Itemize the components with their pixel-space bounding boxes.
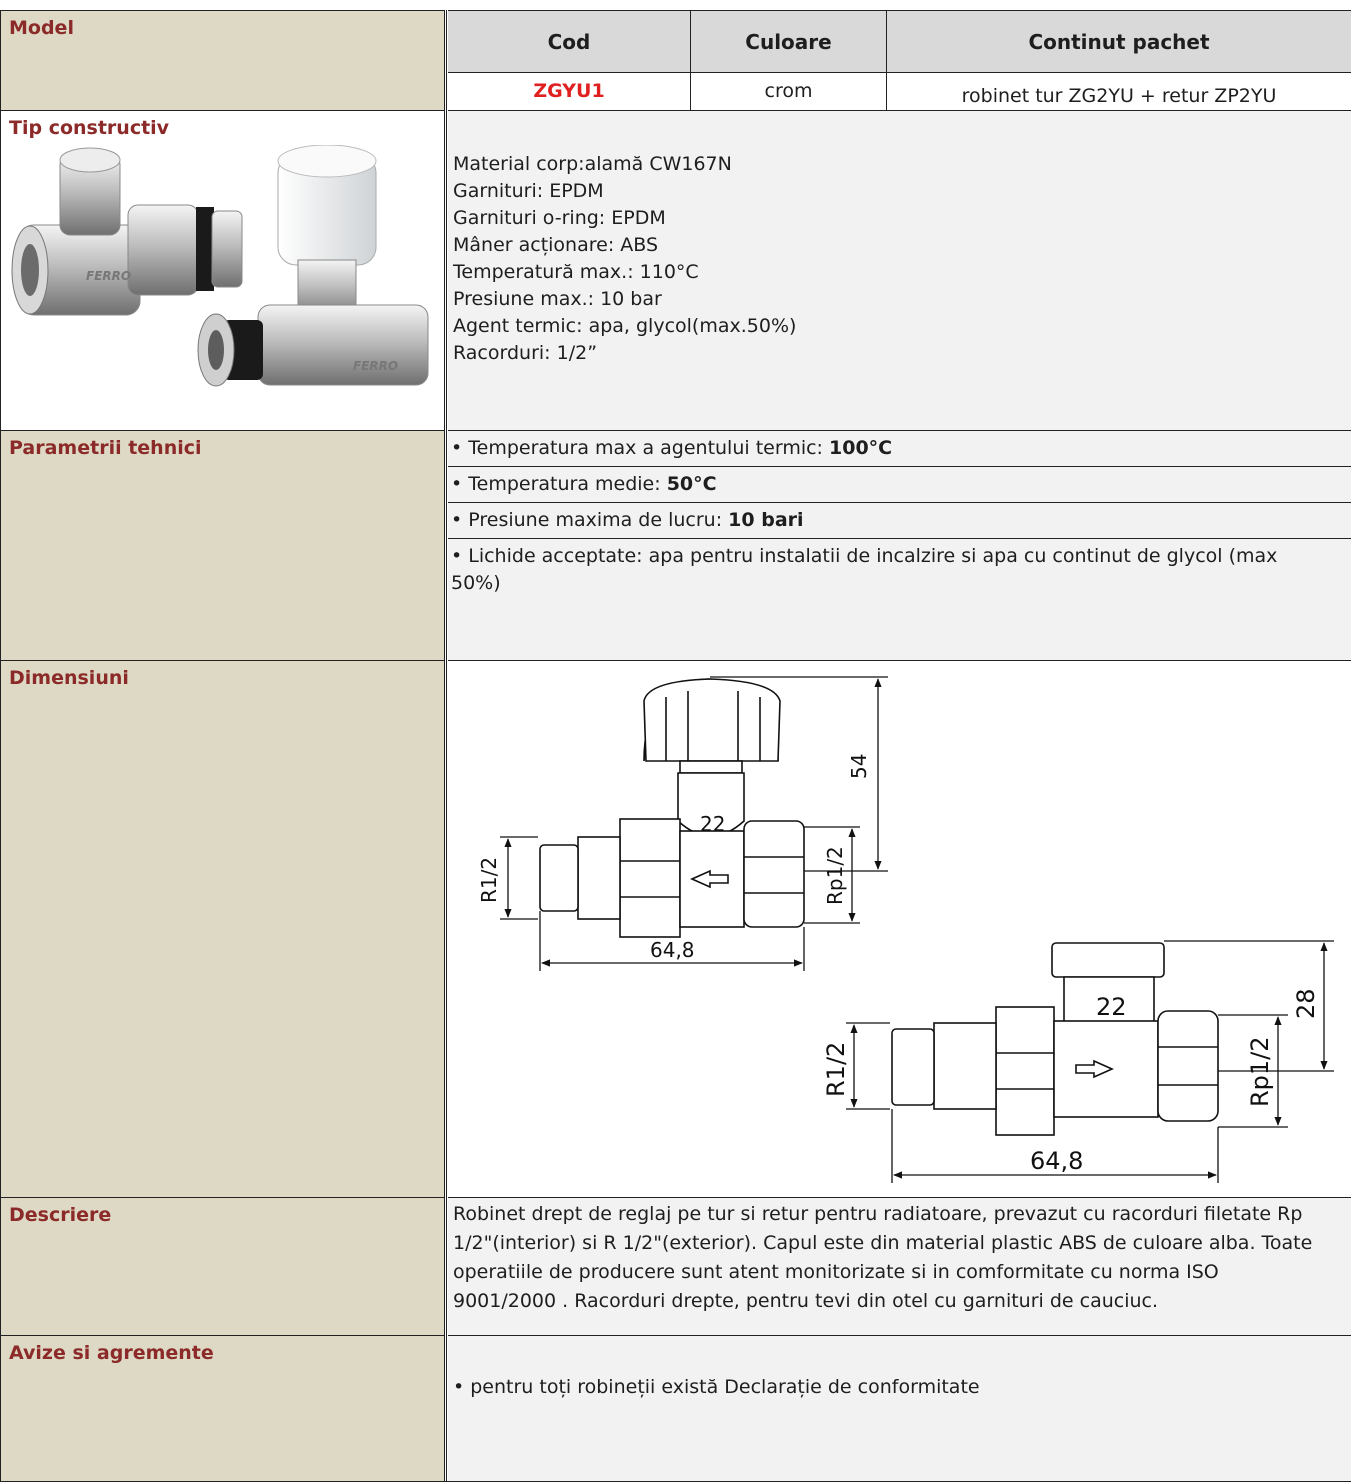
label-dimensiuni: Dimensiuni <box>0 660 444 1197</box>
label-descriere: Descriere <box>0 1197 444 1335</box>
valve-photo-left: FERRO <box>11 147 243 316</box>
dim2-right-thread: Rp1/2 <box>1246 1036 1274 1107</box>
avize-block: • pentru toți robineții există Declarați… <box>448 1335 1351 1482</box>
dim2-diameter: 22 <box>1096 993 1127 1021</box>
spec-line: Temperatură max.: 110°C <box>453 261 699 283</box>
params-block <box>448 430 1351 660</box>
spec-line: Garnituri o-ring: EPDM <box>453 207 666 229</box>
dim2-length: 64,8 <box>1030 1147 1083 1175</box>
dim2-height: 28 <box>1292 988 1320 1019</box>
label-parametrii-tehnici: Parametrii tehnici <box>0 430 444 660</box>
label-model: Model <box>0 10 444 110</box>
drawing-valve-1 <box>539 678 805 938</box>
dim1-length: 64,8 <box>650 938 695 962</box>
cell-culoare: crom <box>691 72 887 110</box>
label-avize: Avize si agremente <box>0 1335 444 1482</box>
dim2-left-thread: R1/2 <box>822 1042 850 1097</box>
dimension-drawings: 54 22 R1/2 Rp1/2 64,8 28 22 R1/2 Rp1/2 6… <box>477 676 1334 1183</box>
param-row: • Presiune maxima de lucru: 10 bari <box>448 502 1351 538</box>
cell-cod: ZGYU1 <box>448 72 691 110</box>
dim1-height: 54 <box>847 754 871 779</box>
header-continut: Continut pachet <box>887 10 1351 72</box>
valve-photo-right: FERRO <box>197 145 429 387</box>
cell-continut: robinet tur ZG2YU + retur ZP2YU <box>887 72 1351 110</box>
spec-line: Garnituri: EPDM <box>453 180 604 202</box>
product-photo: FERRO FERRO <box>11 145 429 387</box>
brand-text-2: FERRO <box>353 359 398 373</box>
specs-block: Material corp:alamă CW167N Garnituri: EP… <box>448 110 1351 430</box>
header-culoare: Culoare <box>691 10 887 72</box>
column-divider <box>444 10 447 1482</box>
param-row: • Lichide acceptate: apa pentru instalat… <box>448 538 1351 660</box>
drawing-valve-2 <box>891 942 1219 1136</box>
spec-line: Agent termic: apa, glycol(max.50%) <box>453 315 797 337</box>
description-block: Robinet drept de reglaj pe tur si retur … <box>448 1197 1351 1335</box>
dim1-right-thread: Rp1/2 <box>823 846 847 905</box>
spec-line: Presiune max.: 10 bar <box>453 288 662 310</box>
dimensions-block: 54 22 R1/2 Rp1/2 64,8 28 22 R1/2 Rp1/2 6… <box>448 660 1351 1197</box>
header-cod: Cod <box>448 10 691 72</box>
spec-line: Racorduri: 1/2” <box>453 342 598 364</box>
spec-line: Mâner acționare: ABS <box>453 234 659 256</box>
dim1-diameter: 22 <box>700 812 725 836</box>
param-row: • Temperatura medie: 50°C <box>448 466 1351 502</box>
dim1-left-thread: R1/2 <box>477 857 501 903</box>
param-row: • Temperatura max a agentului termic: 10… <box>448 430 1351 466</box>
brand-text: FERRO <box>86 269 131 283</box>
spec-line: Material corp:alamă CW167N <box>453 153 732 175</box>
